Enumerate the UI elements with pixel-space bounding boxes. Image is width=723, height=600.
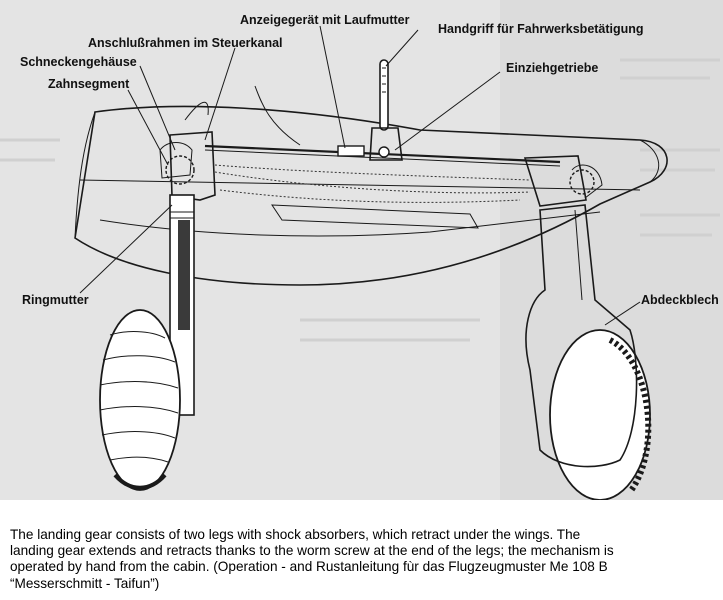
cable-lines	[214, 164, 531, 203]
hand-lever	[369, 59, 403, 161]
right-gear	[523, 155, 652, 500]
figure-caption: The landing gear consists of two legs wi…	[10, 527, 715, 592]
label-schneckengehaeuse: Schneckengehäuse	[20, 55, 137, 69]
caption-line: operated by hand from the cabin. (Operat…	[10, 559, 608, 575]
label-anzeigegeraet: Anzeigegerät mit Laufmutter	[240, 13, 410, 27]
landing-gear-diagram: Anzeigegerät mit Laufmutter Handgriff fü…	[0, 0, 723, 500]
leader-lines	[79, 25, 641, 326]
background-text-texture	[0, 58, 720, 342]
label-einziehgetriebe: Einziehgetriebe	[506, 61, 598, 75]
label-anschlussrahmen: Anschlußrahmen im Steuerkanal	[88, 36, 283, 50]
caption-line: landing gear extends and retracts thanks…	[10, 543, 614, 559]
left-gear	[99, 131, 216, 491]
label-abdeckblech: Abdeckblech	[641, 293, 719, 307]
label-zahnsegment: Zahnsegment	[48, 77, 130, 91]
caption-line: “Messerschmitt - Taifun”)	[10, 575, 160, 591]
label-handgriff: Handgriff für Fahrwerksbetätigung	[438, 22, 644, 36]
label-ringmutter: Ringmutter	[22, 293, 89, 307]
caption-line: The landing gear consists of two legs wi…	[10, 527, 581, 542]
